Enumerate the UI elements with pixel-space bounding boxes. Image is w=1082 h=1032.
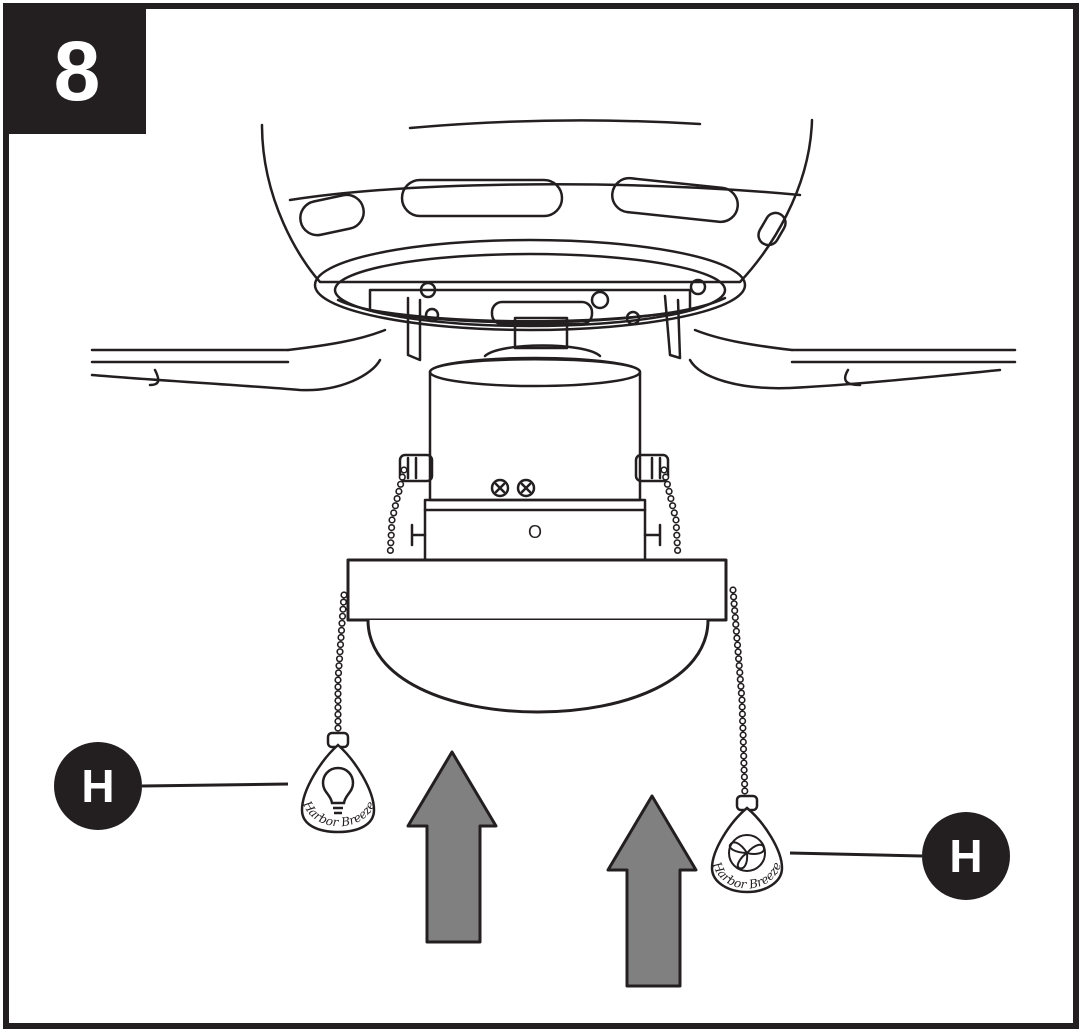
chain-bead xyxy=(337,656,343,662)
chain-bead xyxy=(338,635,344,641)
chain-bead xyxy=(335,705,341,711)
chain-bead xyxy=(740,732,746,738)
chain-bead xyxy=(733,622,739,628)
chain-bead xyxy=(673,517,679,523)
chain-bead xyxy=(335,677,341,683)
callout-badge-h-right: H xyxy=(922,812,1010,900)
chain-bead xyxy=(340,614,346,620)
chain-bead xyxy=(335,691,341,697)
chain-bead xyxy=(739,697,745,703)
light-kit xyxy=(348,560,726,712)
glass-bowl xyxy=(368,620,708,712)
up-arrow-right xyxy=(608,796,696,986)
chain-bead xyxy=(731,601,737,607)
chain-bead xyxy=(736,663,742,669)
chain-bead xyxy=(339,628,345,634)
chain-bead xyxy=(398,482,404,488)
chain-bead xyxy=(393,503,399,509)
chain-bead xyxy=(396,489,402,495)
callout-leader-left xyxy=(142,784,288,786)
chain-bead xyxy=(388,540,394,546)
chain-bead xyxy=(341,599,347,605)
chain-bead xyxy=(389,525,395,531)
chain-bead xyxy=(389,517,395,523)
chain-bead xyxy=(735,649,741,655)
chain-bead xyxy=(337,649,343,655)
chain-bead xyxy=(742,781,748,787)
chain-bead xyxy=(741,767,747,773)
fan-blade-left xyxy=(92,330,385,390)
chain-bead xyxy=(340,606,346,612)
chain-bead xyxy=(394,496,400,502)
chain-bead xyxy=(670,503,676,509)
chain-bead xyxy=(335,712,341,718)
chain-bead xyxy=(740,725,746,731)
chain-bead xyxy=(732,608,738,614)
chain-bead xyxy=(335,725,341,731)
chain-bead xyxy=(735,642,741,648)
chain-bead xyxy=(738,677,744,683)
chain-bead xyxy=(336,663,342,669)
chain-bead xyxy=(666,489,672,495)
switch-housing-label: O xyxy=(528,522,542,542)
fan-blade-right xyxy=(690,330,1015,388)
chain-bead xyxy=(663,474,669,480)
chain-bead xyxy=(741,753,747,759)
step-number: 8 xyxy=(8,8,146,134)
callout-leader-right xyxy=(790,853,922,856)
chain-bead xyxy=(400,474,406,480)
chain-bead xyxy=(674,540,680,546)
chain-bead xyxy=(674,525,680,531)
light-kit-fitter xyxy=(348,560,726,620)
chain-bead xyxy=(737,670,743,676)
chain-bead xyxy=(391,510,397,516)
chain-bead xyxy=(388,532,394,538)
chain-bead xyxy=(733,615,739,621)
fan-motor-housing xyxy=(262,120,812,360)
chain-bead xyxy=(738,684,744,690)
chain-bead xyxy=(734,629,740,635)
chain-bead xyxy=(742,774,748,780)
chain-bead xyxy=(739,704,745,710)
chain-bead xyxy=(742,788,748,794)
chain-bead xyxy=(740,711,746,717)
callout-badge-h-left: H xyxy=(54,742,142,830)
chain-bead xyxy=(661,467,667,473)
chain-bead xyxy=(730,587,736,593)
chain-bead xyxy=(668,496,674,502)
chain-bead xyxy=(388,548,394,554)
chain-bead xyxy=(335,719,341,725)
chain-bead xyxy=(734,635,740,641)
chain-bead xyxy=(675,548,681,554)
chain-bead xyxy=(674,532,680,538)
chain-bead xyxy=(339,621,345,627)
chain-bead xyxy=(401,467,407,473)
diagram-border xyxy=(6,6,1076,1026)
chain-bead xyxy=(338,642,344,648)
chain-bead xyxy=(335,684,341,690)
chain-bead xyxy=(736,656,742,662)
up-arrow-left xyxy=(408,752,496,942)
chain-bead xyxy=(665,482,671,488)
chain-bead xyxy=(672,510,678,516)
chain-bead xyxy=(741,739,747,745)
chain-bead xyxy=(731,594,737,600)
chain-bead xyxy=(740,718,746,724)
chain-bead xyxy=(741,760,747,766)
chain-bead xyxy=(341,592,347,598)
chain-bead xyxy=(335,698,341,704)
chain-bead xyxy=(741,746,747,752)
chain-bead xyxy=(336,670,342,676)
chain-bead xyxy=(739,690,745,696)
